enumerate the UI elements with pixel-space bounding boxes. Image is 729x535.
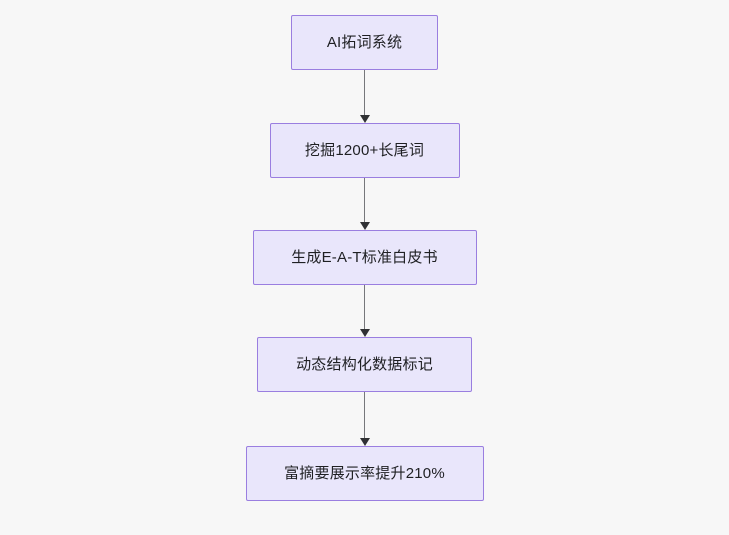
flow-node-label: 富摘要展示率提升210% [284, 465, 445, 482]
flow-edge-n2-to-n3 [356, 178, 374, 230]
flow-edge-n3-to-n4 [356, 285, 374, 337]
flow-node-label: AI拓词系统 [326, 34, 403, 51]
edge-line [363, 392, 366, 439]
edge-line [363, 178, 366, 223]
flow-edge-n4-to-n5 [356, 392, 374, 446]
flow-node-label: 生成E-A-T标准白皮书 [291, 249, 438, 266]
edge-line [363, 70, 366, 116]
edge-line [363, 285, 366, 330]
flow-node-dynamic-structured-data-markup[interactable]: 动态结构化数据标记 [257, 337, 472, 392]
arrow-down-icon [359, 115, 370, 123]
flow-edge-n1-to-n2 [356, 70, 374, 123]
flow-node-rich-snippet-impression-uplift[interactable]: 富摘要展示率提升210% [245, 446, 484, 501]
arrow-down-icon [359, 222, 370, 230]
arrow-down-icon [359, 329, 370, 337]
flow-node-ai-keyword-system[interactable]: AI拓词系统 [291, 15, 438, 70]
arrow-down-icon [359, 438, 370, 446]
flow-node-mine-longtail-keywords[interactable]: 挖掘1200+长尾词 [269, 123, 460, 178]
flow-node-label: 挖掘1200+长尾词 [304, 142, 425, 159]
flow-node-generate-eat-whitepaper[interactable]: 生成E-A-T标准白皮书 [252, 230, 477, 285]
flow-node-label: 动态结构化数据标记 [296, 356, 433, 373]
